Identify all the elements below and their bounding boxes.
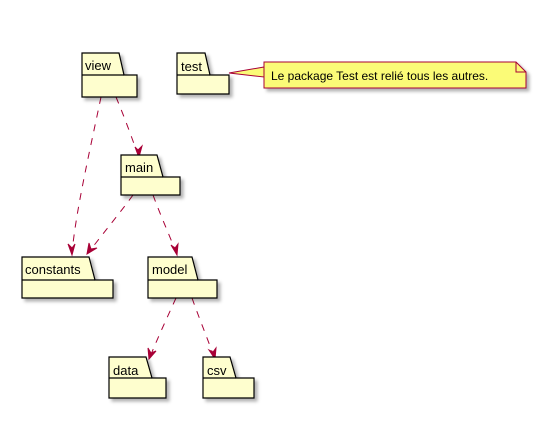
package-test-label: test [181, 59, 202, 74]
arrow-view-to-constants [67, 96, 102, 257]
package-csv-label: csv [207, 363, 227, 378]
package-view-label: view [85, 58, 112, 73]
package-constants[interactable] [21, 256, 114, 299]
arrow-main-to-model [152, 194, 179, 257]
arrow-view-to-main [115, 96, 143, 159]
package-view[interactable] [81, 52, 138, 98]
arrow-main-to-constants [86, 194, 134, 255]
arrow-model-to-csv [191, 297, 217, 361]
package-model-label: model [152, 262, 188, 277]
package-csv[interactable] [202, 356, 255, 399]
note-text: Le package Test est relié tous les autre… [271, 69, 488, 83]
package-test[interactable] [176, 52, 230, 95]
package-model[interactable] [147, 256, 218, 299]
note-connector [228, 66, 265, 78]
package-data-label: data [113, 363, 139, 378]
package-constants-label: constants [25, 262, 81, 277]
note [263, 61, 527, 89]
package-main[interactable] [120, 154, 181, 196]
arrow-model-to-data [147, 297, 177, 361]
dependency-arrows [67, 96, 217, 361]
package-data[interactable] [108, 356, 167, 399]
package-main-label: main [125, 160, 153, 175]
